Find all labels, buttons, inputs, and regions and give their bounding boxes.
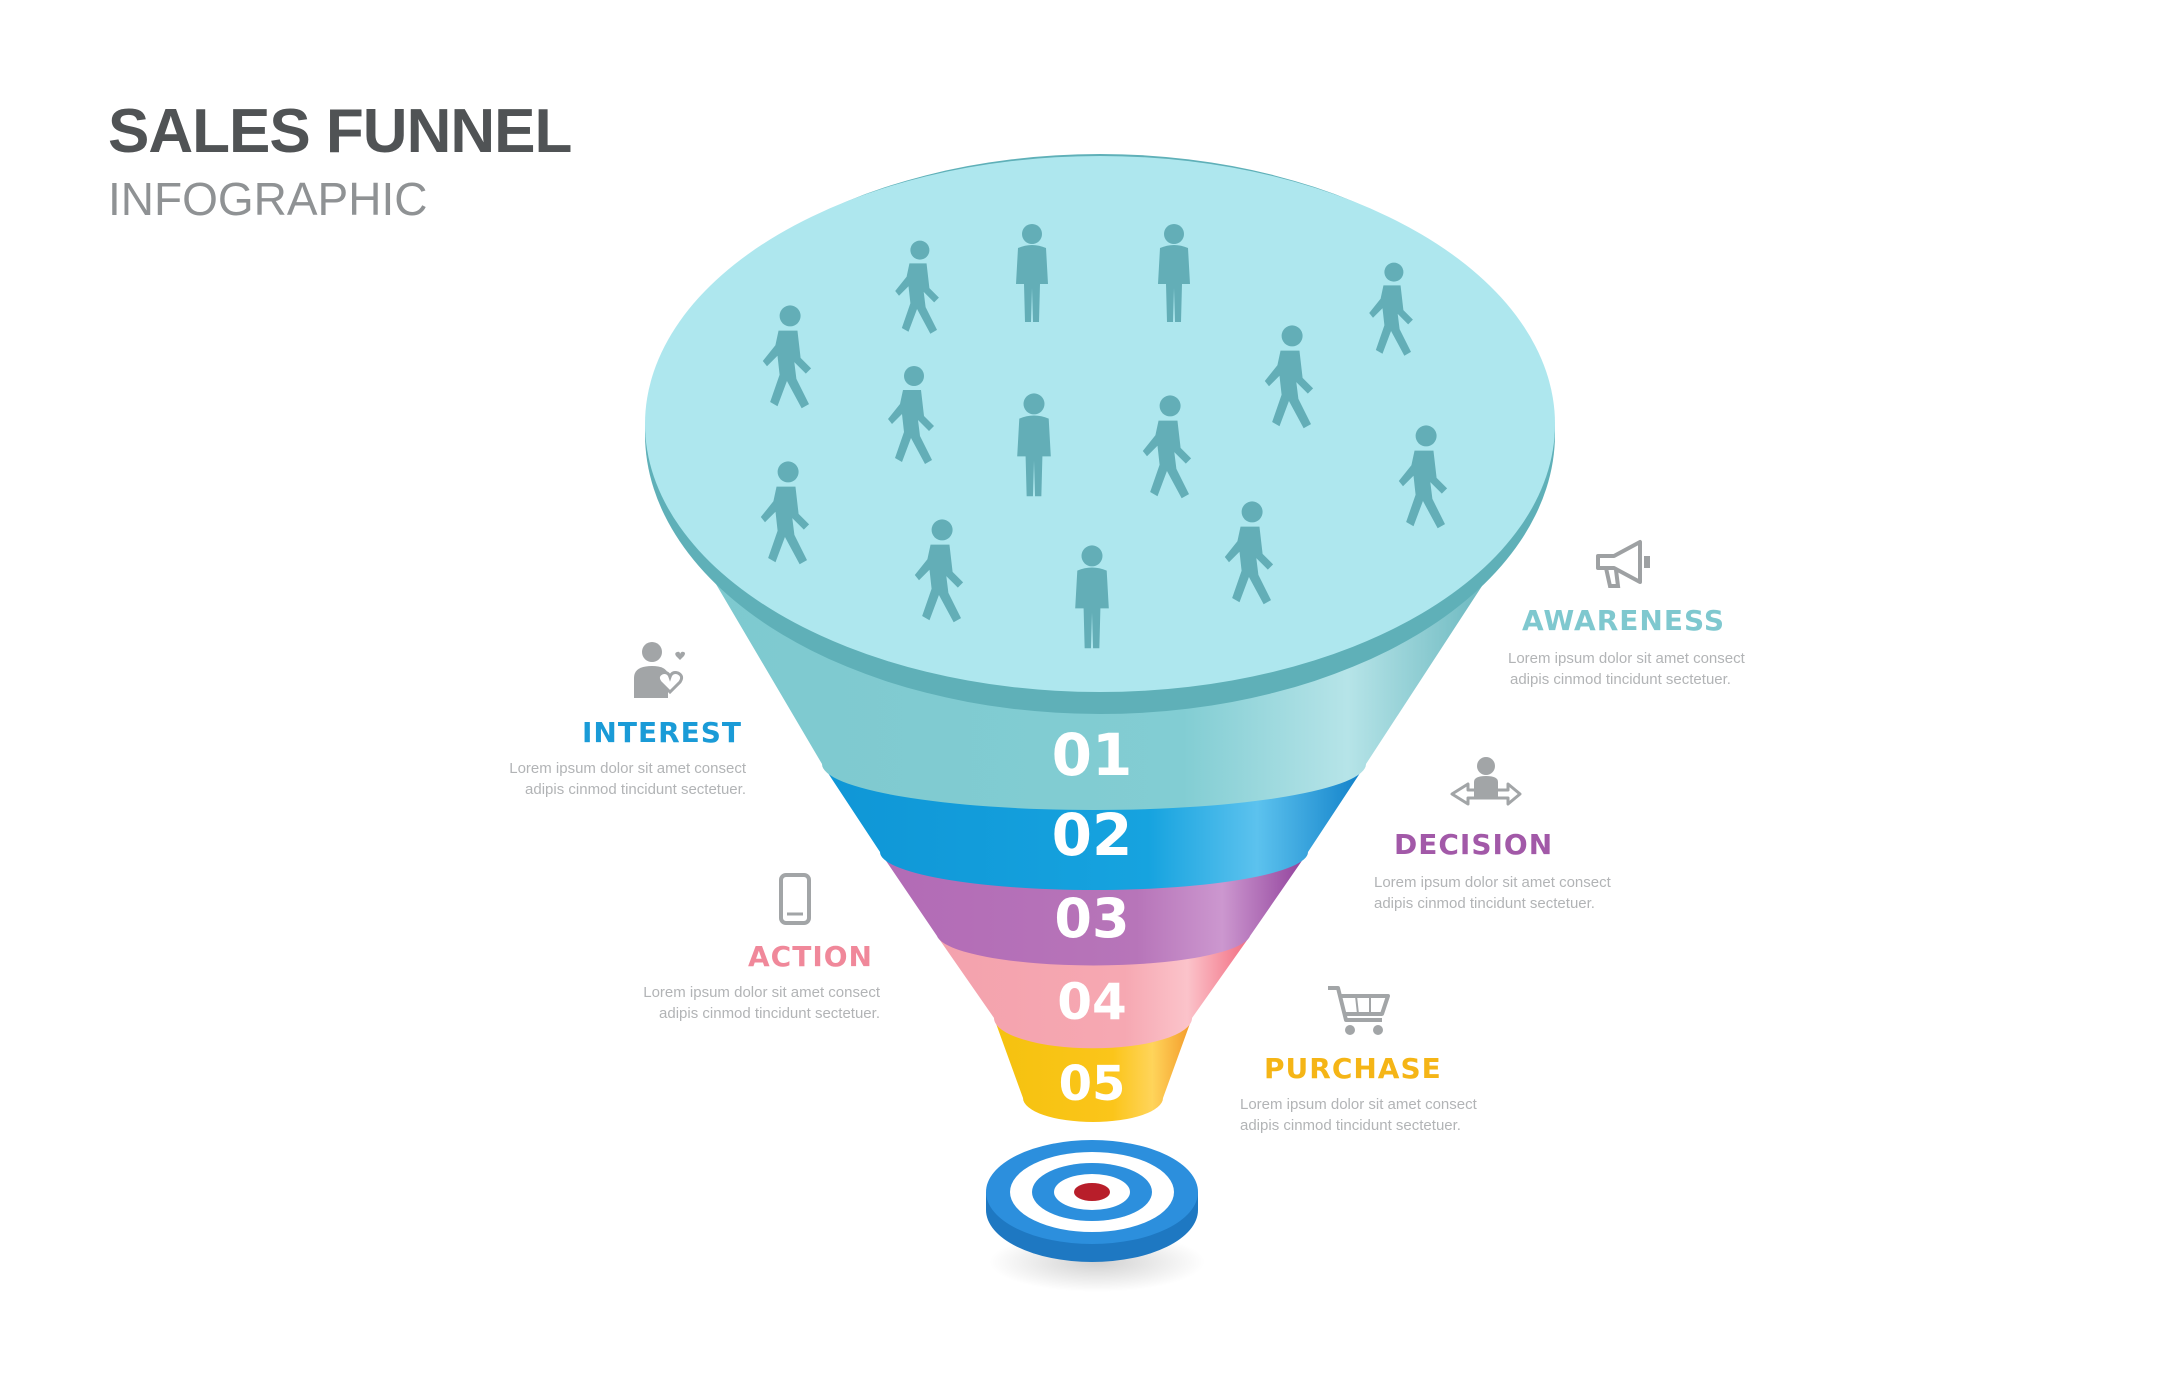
desc-line: Lorem ipsum dolor sit amet consect — [1240, 1096, 1477, 1113]
stage-desc-awareness: Lorem ipsum dolor sit amet consect adipi… — [1508, 648, 1768, 690]
funnel-top — [645, 154, 1555, 714]
stage-desc-action: Lorem ipsum dolor sit amet consect adipi… — [620, 982, 880, 1024]
stage-desc-purchase: Lorem ipsum dolor sit amet consect adipi… — [1240, 1094, 1500, 1136]
desc-line: adipis cinmod tincidunt sectetuer. — [525, 781, 746, 798]
desc-line: adipis cinmod tincidunt sectetuer. — [1374, 895, 1595, 912]
target-icon — [986, 1140, 1205, 1292]
desc-line: adipis cinmod tincidunt sectetuer. — [659, 1005, 880, 1022]
stage-number-03: 03 — [1054, 887, 1129, 950]
funnel-band-04[interactable] — [937, 936, 1250, 1049]
person-heart-icon — [634, 642, 685, 698]
shopping-cart-icon — [1328, 986, 1390, 1035]
stage-desc-decision: Lorem ipsum dolor sit amet consect adipi… — [1374, 872, 1634, 914]
desc-line: adipis cinmod tincidunt sectetuer. — [1240, 1117, 1461, 1134]
stage-label-awareness: AWARENESS — [1522, 604, 1726, 637]
stage-number-05: 05 — [1059, 1056, 1126, 1112]
stage-desc-interest: Lorem ipsum dolor sit amet consect adipi… — [486, 758, 746, 800]
page-title: SALES FUNNEL — [108, 97, 572, 166]
page-subtitle: INFOGRAPHIC — [108, 173, 428, 225]
megaphone-icon — [1596, 540, 1650, 588]
stage-number-01: 01 — [1052, 721, 1133, 789]
desc-line: Lorem ipsum dolor sit amet consect — [643, 984, 880, 1001]
desc-line: Lorem ipsum dolor sit amet consect — [1374, 874, 1611, 891]
smartphone-icon — [779, 873, 811, 925]
stage-label-action: ACTION — [748, 940, 873, 973]
stage-label-decision: DECISION — [1394, 828, 1554, 861]
desc-line: Lorem ipsum dolor sit amet consect — [509, 760, 746, 777]
stage-number-04: 04 — [1057, 973, 1127, 1031]
person-arrows-icon — [1450, 757, 1522, 806]
desc-line: Lorem ipsum dolor sit amet consect — [1508, 650, 1745, 667]
stage-label-interest: INTEREST — [582, 716, 743, 749]
stage-number-02: 02 — [1052, 801, 1133, 869]
stage-label-purchase: PURCHASE — [1264, 1052, 1442, 1085]
desc-line: adipis cinmod tincidunt sectetuer. — [1510, 671, 1731, 688]
